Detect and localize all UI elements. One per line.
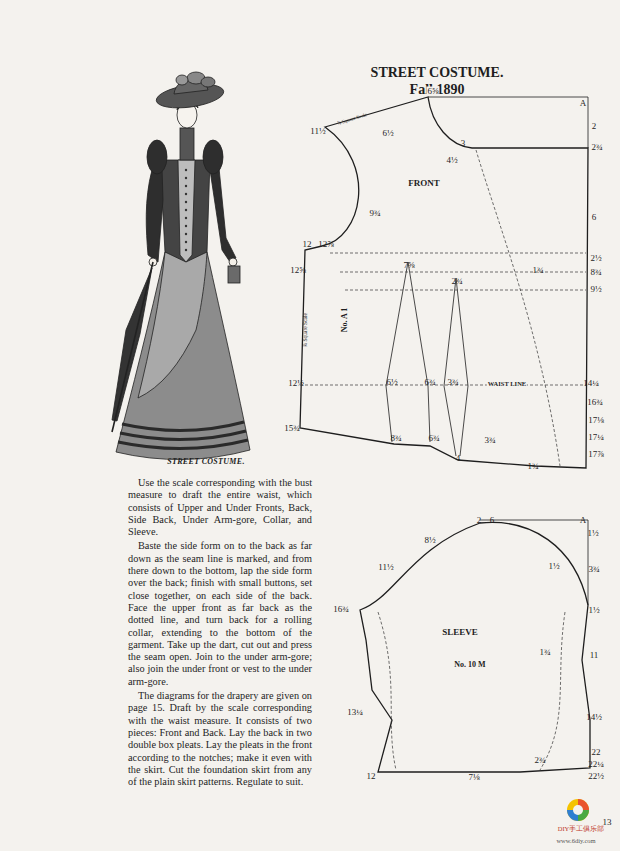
pattern-outline <box>335 512 600 790</box>
instruction-text: Baste the side form on to the back as fa… <box>128 540 312 688</box>
piece-name: WAIST LINE <box>487 381 527 388</box>
dimension-number: 9¾ <box>368 209 381 218</box>
dimension-number: 1¾ <box>531 266 544 275</box>
construction-line <box>588 97 589 148</box>
piece-name: FRONT <box>407 179 441 188</box>
piece-name: No. 10 M <box>453 661 486 669</box>
dimension-number: 8¾ <box>589 268 602 277</box>
dimension-number: 1½ <box>547 562 560 571</box>
dimension-number: 6⅝ <box>426 87 439 96</box>
dimension-number: 15¾ <box>283 424 301 433</box>
dimension-number: 12½ <box>287 379 305 388</box>
construction-line <box>428 97 588 98</box>
dimension-number: 17¼ <box>587 433 605 442</box>
pattern-outline <box>296 92 596 477</box>
instruction-text: The diagrams for the drapery are given o… <box>128 690 312 788</box>
dimension-number: 3¾ <box>587 565 600 574</box>
guide-line <box>345 290 586 291</box>
sleeve-pattern-piece: SLEEVE No. 10 M <box>335 512 600 790</box>
dimension-number: 16¾ <box>586 398 604 407</box>
dimension-number: 12 <box>302 240 313 249</box>
dimension-number: 22 <box>591 748 602 757</box>
construction-line <box>386 262 408 442</box>
dimension-number: 6½ <box>381 129 394 138</box>
dimension-number: 2¾ <box>590 143 603 152</box>
construction-line <box>408 262 430 442</box>
instruction-text: Use the scale corresponding with the bus… <box>128 477 312 538</box>
dimension-number: 2½ <box>589 254 602 263</box>
guide-line <box>378 612 396 770</box>
dimension-number: 17⅞ <box>587 450 605 459</box>
construction-line <box>456 278 468 456</box>
watermark: DIY手工俱乐部 <box>557 826 606 833</box>
guide-line <box>540 612 565 770</box>
dimension-number: 3¾ <box>483 436 496 445</box>
dimension-number: 4½ <box>445 156 458 165</box>
dimension-number: ¾ Square Scale <box>303 312 309 348</box>
dimension-number: 14½ <box>585 713 603 722</box>
piece-name: No. A 1 <box>341 307 349 334</box>
guide-line <box>330 253 586 254</box>
dimension-number: 2 <box>591 122 598 131</box>
dimension-number: 9½ <box>589 285 602 294</box>
front-pattern-piece: FRONT No. A 1 WAIST LINE <box>296 92 596 477</box>
dimension-number: 17⅛ <box>587 416 605 425</box>
guide-line <box>300 385 586 386</box>
dimension-number: 7⅛ <box>467 773 480 782</box>
dimension-number: A <box>579 99 588 108</box>
construction-line <box>444 278 456 456</box>
dimension-number: 11 <box>589 651 600 660</box>
text-column: Use the scale corresponding with the bus… <box>128 477 312 790</box>
construction-line <box>588 520 589 605</box>
watermark: www.6diy.com <box>555 838 596 845</box>
dimension-number: 14¼ <box>582 379 600 388</box>
dimension-number: 16¾ <box>332 605 350 614</box>
dimension-number: 2¾ <box>533 756 546 765</box>
dimension-number: 1½ <box>587 606 600 615</box>
watermark-logo <box>567 799 589 821</box>
lady-figure <box>112 72 250 460</box>
dimension-number: 13¼ <box>346 708 364 717</box>
dimension-number: 1¾ <box>538 648 551 657</box>
cutting-line <box>360 522 590 772</box>
dimension-number: 8½ <box>423 536 436 545</box>
dimension-number: 12 <box>366 772 377 781</box>
dimension-number: 11½ <box>309 127 326 136</box>
guide-line <box>340 272 586 273</box>
guide-line <box>476 150 560 466</box>
figure-caption: STREET COSTUME. <box>150 457 262 466</box>
piece-name: SLEEVE <box>441 628 479 637</box>
dimension-number: 6 <box>591 213 598 222</box>
construction-line <box>480 520 588 521</box>
dimension-number: 22½ <box>587 772 605 781</box>
cutting-line <box>300 97 588 468</box>
dimension-number: 11½ <box>377 563 394 572</box>
